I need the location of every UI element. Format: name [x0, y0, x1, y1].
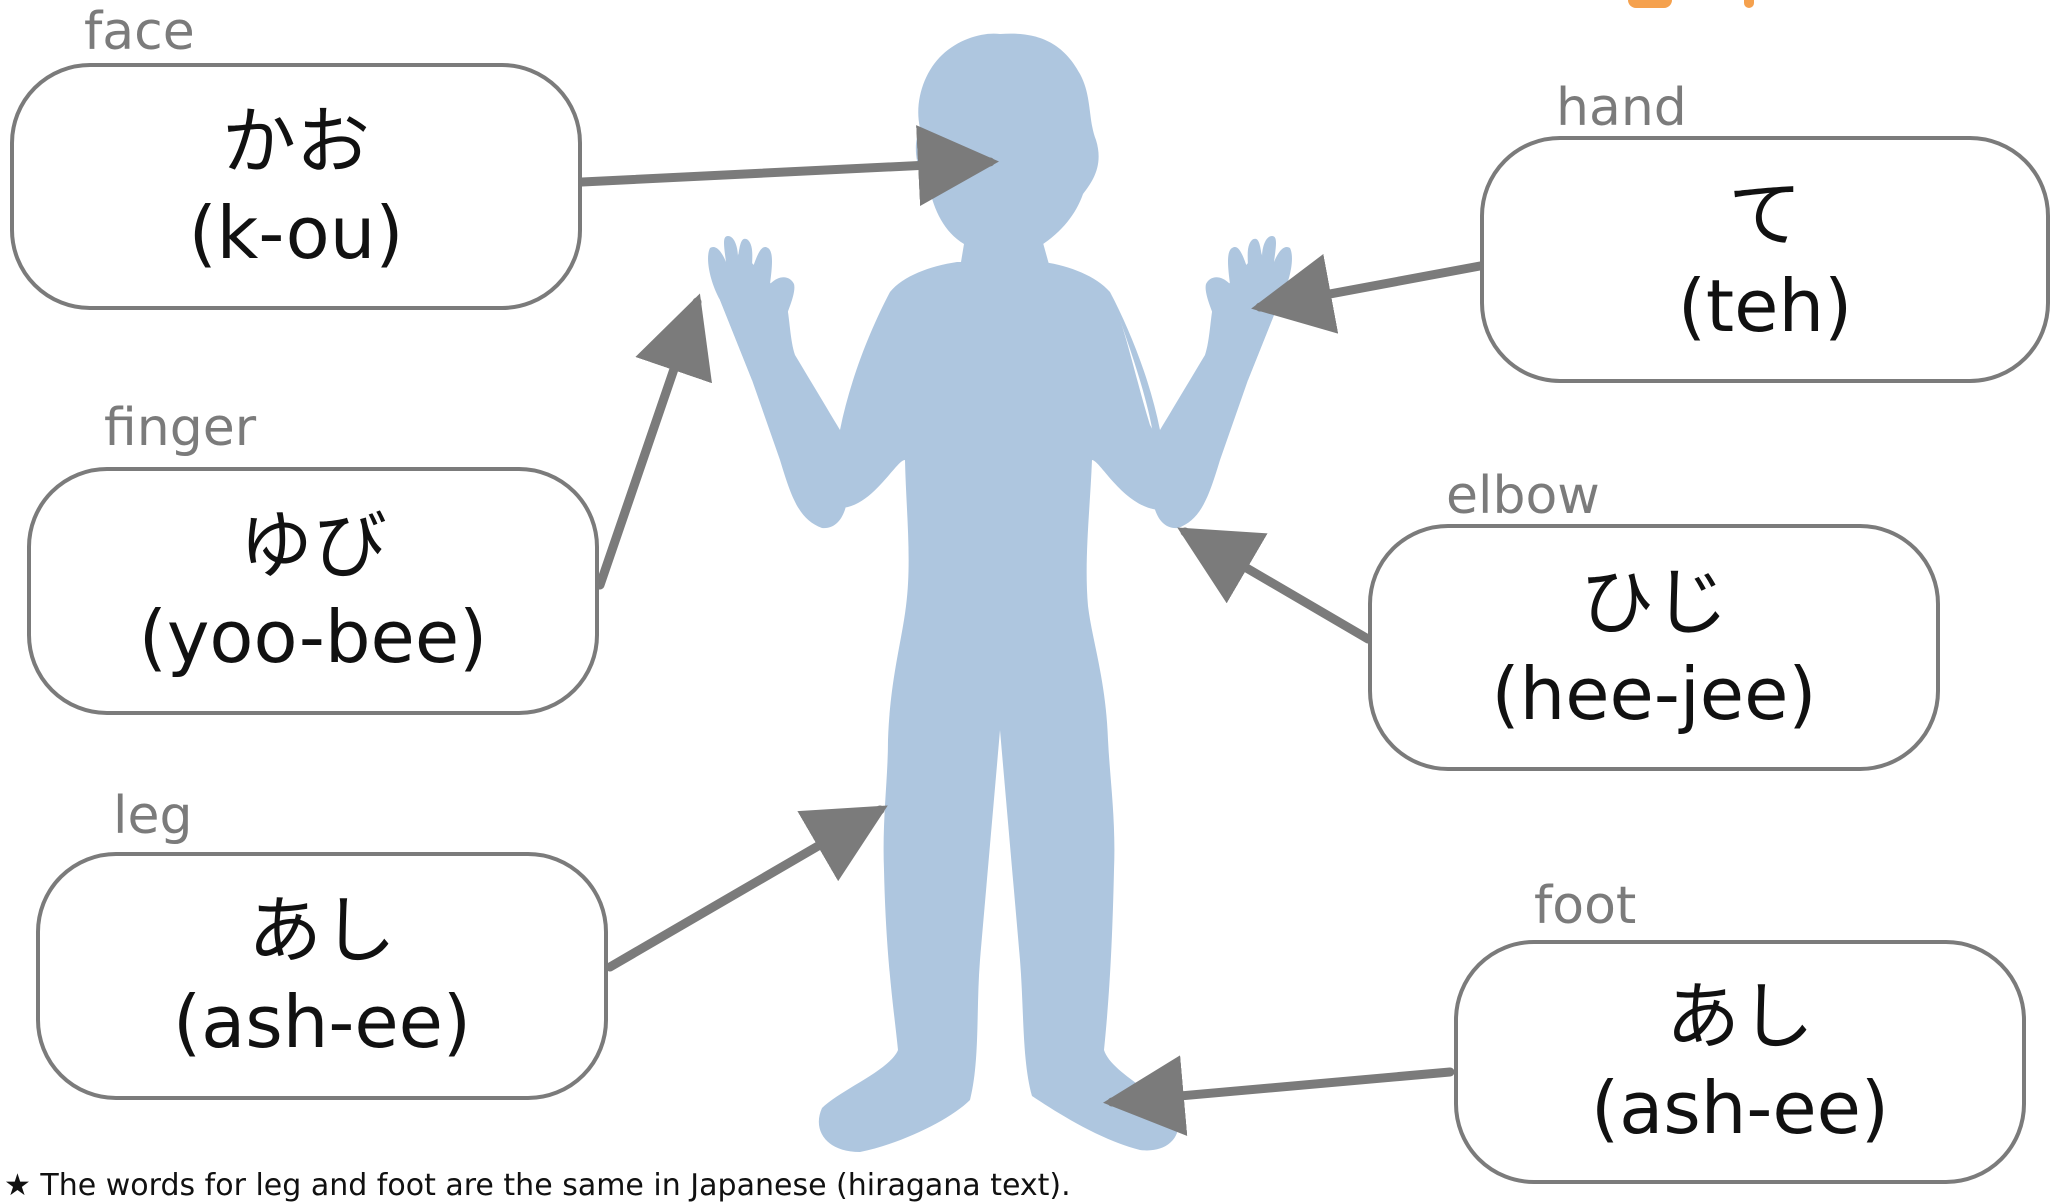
silhouette-left-hand	[708, 236, 795, 380]
hand-category-label: hand	[1556, 78, 1687, 138]
elbow-category-label: elbow	[1446, 466, 1600, 526]
leg-kana: あし	[248, 888, 396, 974]
orange-corner-mark-right	[1744, 0, 1754, 8]
connector-arrows	[577, 125, 1485, 1136]
leg-label-card: あし (ash-ee)	[36, 852, 608, 1100]
foot-romaji: (ash-ee)	[1590, 1066, 1890, 1150]
leg-arrow	[605, 805, 888, 972]
elbow-romaji: (hee-jee)	[1491, 651, 1817, 736]
foot-kana: あし	[1666, 974, 1814, 1060]
finger-label-card: ゆび (yoo-bee)	[27, 467, 599, 715]
hand-arrow	[1251, 253, 1485, 334]
foot-category-label: foot	[1534, 876, 1637, 936]
foot-arrow	[1103, 1055, 1455, 1136]
silhouette-head	[915, 33, 1099, 251]
finger-arrow	[595, 293, 712, 590]
face-arrow	[577, 125, 999, 206]
face-label-card: かお (k-ou)	[10, 63, 582, 310]
finger-category-label: finger	[104, 398, 257, 458]
face-kana: かお	[222, 98, 370, 185]
finger-romaji: (yoo-bee)	[138, 595, 488, 679]
hand-romaji: (teh)	[1677, 263, 1853, 348]
foot-label-card: あし (ash-ee)	[1454, 940, 2026, 1184]
leg-category-label: leg	[113, 786, 193, 846]
elbow-label-card: ひじ (hee-jee)	[1368, 524, 1940, 771]
elbow-kana: ひじ	[1580, 559, 1728, 646]
human-silhouette	[708, 33, 1292, 1152]
elbow-arrow	[1177, 527, 1373, 644]
footnote-note: ★ The words for leg and foot are the sam…	[4, 1168, 1071, 1203]
face-romaji: (k-ou)	[188, 190, 404, 275]
hand-kana: て	[1728, 171, 1802, 258]
leg-romaji: (ash-ee)	[172, 980, 472, 1064]
face-category-label: face	[84, 2, 195, 62]
finger-kana: ゆび	[239, 503, 387, 589]
hand-label-card: て (teh)	[1480, 136, 2050, 383]
silhouette-torso	[813, 262, 1185, 1152]
orange-corner-mark	[1628, 0, 1672, 8]
